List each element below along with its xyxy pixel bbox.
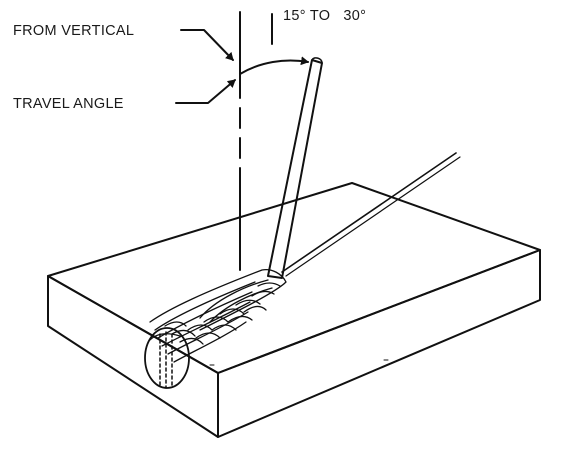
weld-seam [281, 152, 461, 277]
angle-arc-arrow [239, 56, 309, 75]
travel-angle-label: TRAVEL ANGLE [13, 96, 124, 112]
from-vertical-label: FROM VERTICAL [13, 23, 135, 39]
plate-side-face [217, 249, 541, 438]
electrode-rod [267, 57, 323, 279]
from-vertical-leader [180, 29, 234, 61]
travel-angle-leader [175, 79, 236, 104]
workpiece-plate [47, 182, 541, 438]
angle-range-label: 15° TO 30° [283, 8, 367, 24]
weld-cross-section [144, 327, 190, 389]
plate-front-face [47, 275, 219, 438]
weld-bead [149, 268, 287, 363]
